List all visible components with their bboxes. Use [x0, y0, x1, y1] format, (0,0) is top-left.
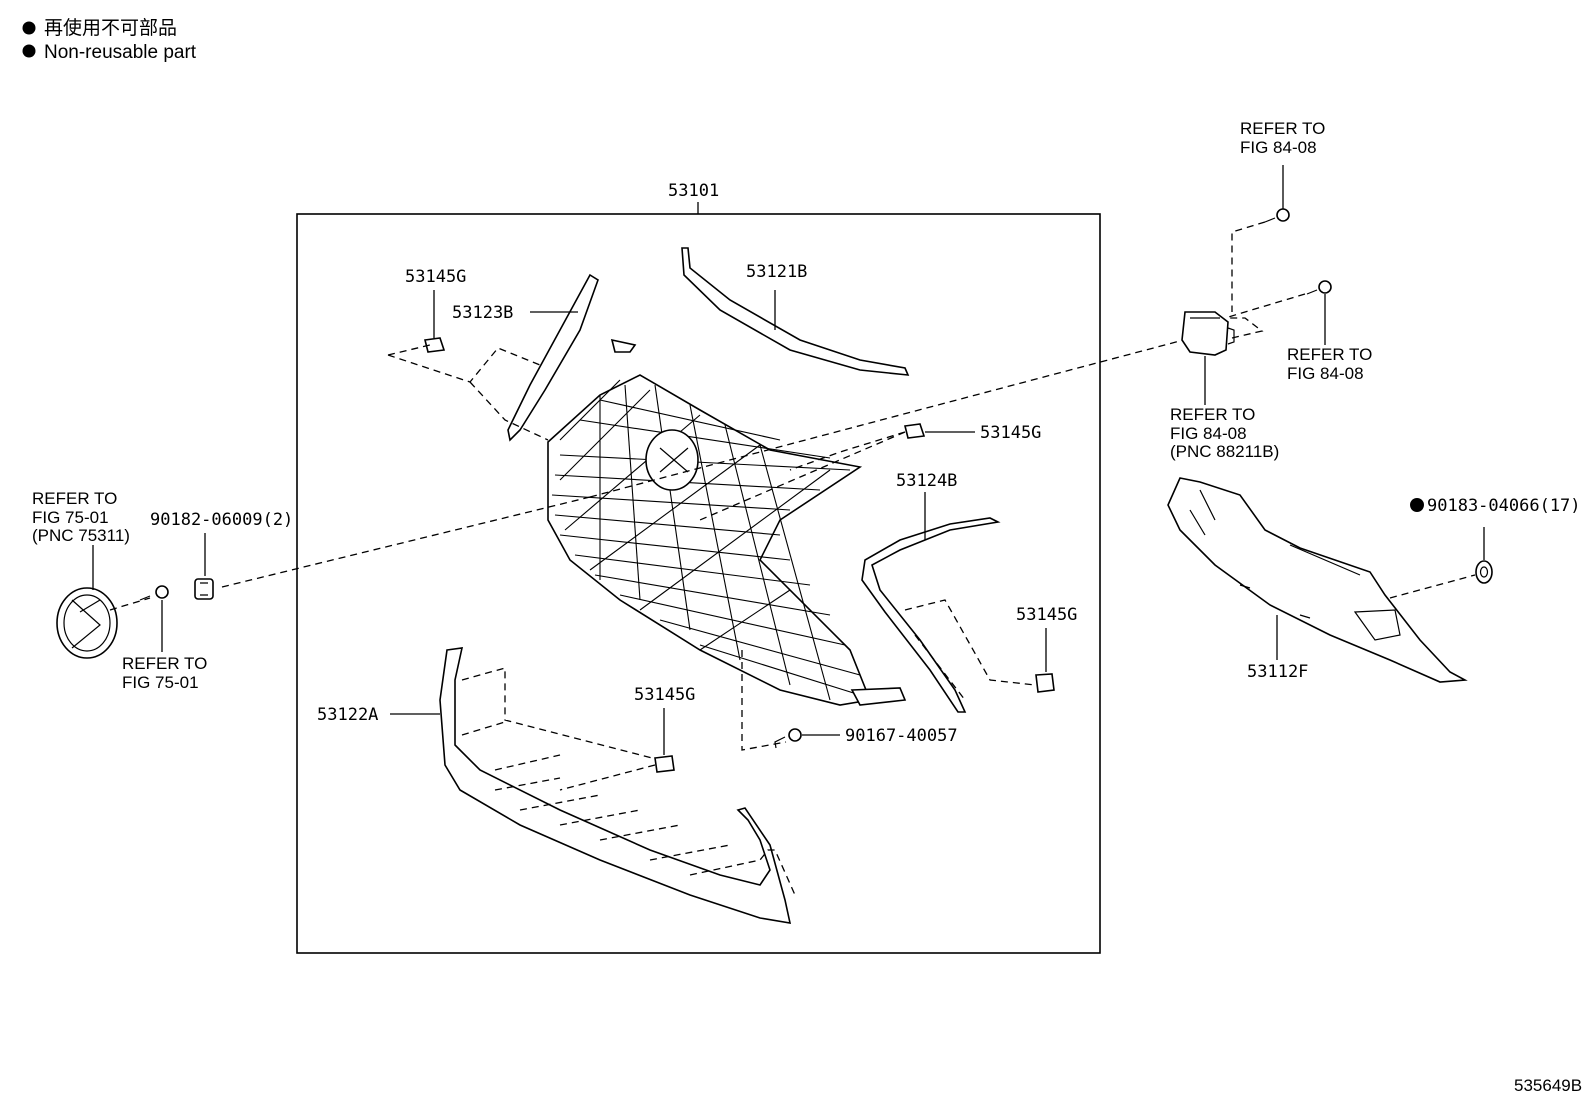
- bolt-icon: [139, 585, 169, 601]
- legend-bullet-icon: [22, 44, 36, 58]
- radar-sensor: [1181, 311, 1235, 356]
- label-53101[interactable]: 53101: [668, 181, 719, 201]
- ref-sensor-line3: (PNC 88211B): [1170, 442, 1279, 461]
- nut-icon: [194, 578, 214, 600]
- legend: 再使用不可部品 Non-reusable part: [22, 17, 197, 63]
- label-53123b[interactable]: 53123B: [452, 303, 513, 323]
- label-90182-06009[interactable]: 90182-06009(2): [150, 510, 293, 530]
- legend-text-english: Non-reusable part: [44, 42, 197, 63]
- ref-emblem-bolt-line2: FIG 75-01: [122, 673, 199, 692]
- ref-emblem-line3: (PNC 75311): [32, 526, 130, 545]
- grille-mesh: [547, 338, 907, 706]
- screw-icon: [774, 728, 802, 749]
- legend-text-japanese: 再使用不可部品: [44, 17, 177, 39]
- bolt-icon: [1264, 208, 1290, 223]
- label-53121b[interactable]: 53121B: [746, 262, 807, 282]
- part-53145g-clip: [424, 337, 446, 353]
- non-reusable-marker-icon: [1410, 498, 1424, 512]
- part-53145g-clip: [654, 755, 675, 773]
- washer-icon: [1475, 560, 1493, 584]
- label-90183-04066[interactable]: 90183-04066(17): [1427, 496, 1581, 516]
- part-53124b-molding: [861, 517, 1001, 713]
- ref-emblem-line1: REFER TO: [32, 489, 117, 508]
- ref-emblem-line2: FIG 75-01: [32, 508, 109, 527]
- figure-number: 535649B: [1514, 1076, 1582, 1095]
- label-53112f[interactable]: 53112F: [1247, 662, 1308, 682]
- ref-right-mid-line2: FIG 84-08: [1287, 364, 1364, 383]
- legend-bullet-icon: [22, 21, 36, 35]
- ref-top-right-line1: REFER TO: [1240, 119, 1325, 138]
- ref-top-right-line2: FIG 84-08: [1240, 138, 1317, 157]
- label-53145g-top-left[interactable]: 53145G: [405, 267, 466, 287]
- label-53145g-lower-right[interactable]: 53145G: [1016, 605, 1077, 625]
- label-53145g-lower[interactable]: 53145G: [634, 685, 695, 705]
- ref-sensor-line1: REFER TO: [1170, 405, 1255, 424]
- part-53122a-molding: [439, 647, 792, 924]
- part-53145g-clip: [904, 423, 926, 439]
- bolt-icon: [1306, 280, 1332, 295]
- part-53123b-molding: [507, 273, 599, 442]
- label-53122a[interactable]: 53122A: [317, 705, 378, 725]
- part-53112f-cover: [1167, 477, 1468, 683]
- ref-sensor-line2: FIG 84-08: [1170, 424, 1247, 443]
- part-53121b-molding: [681, 247, 910, 376]
- ref-emblem-bolt-line1: REFER TO: [122, 654, 207, 673]
- label-90167-40057[interactable]: 90167-40057: [845, 726, 958, 746]
- label-53145g-right[interactable]: 53145G: [980, 423, 1041, 443]
- ref-right-mid-line1: REFER TO: [1287, 345, 1372, 364]
- label-53124b[interactable]: 53124B: [896, 471, 957, 491]
- emblem-part: [56, 587, 118, 659]
- part-53145g-clip: [1035, 673, 1055, 693]
